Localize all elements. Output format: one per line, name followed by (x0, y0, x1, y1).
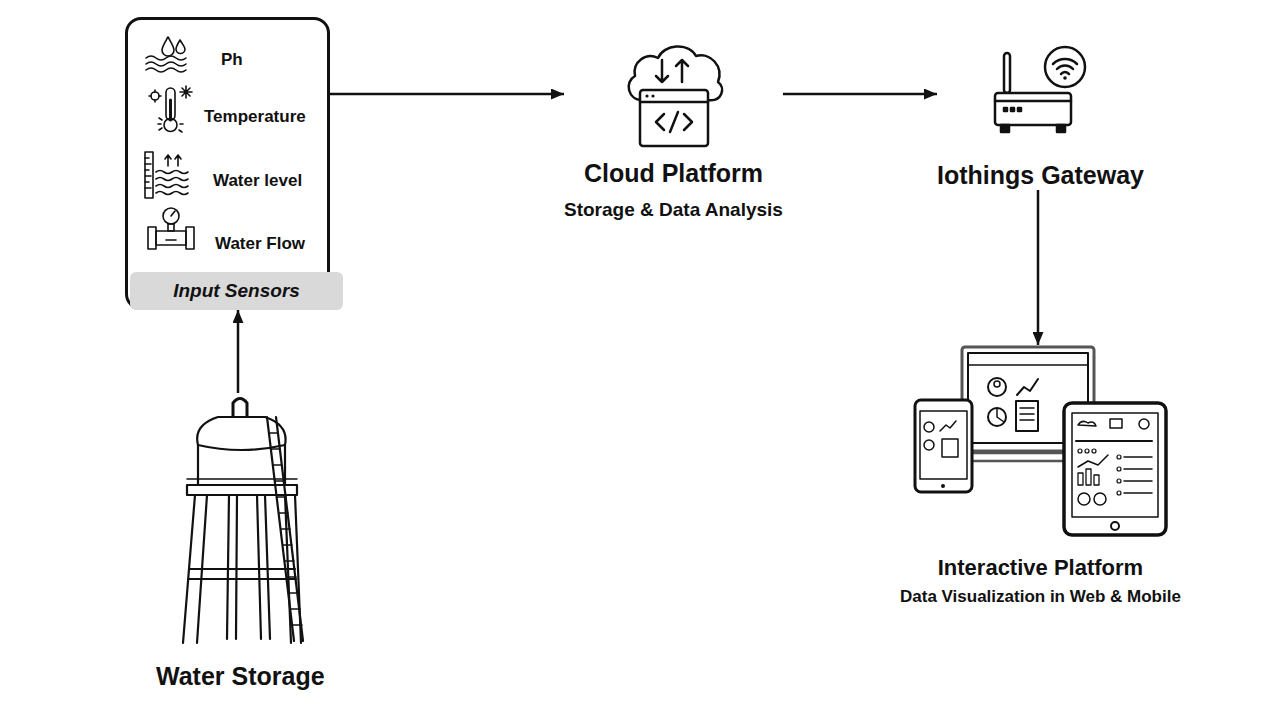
sensor-label: Water Flow (215, 234, 305, 254)
arrow-connector (783, 93, 937, 96)
interactive-platform-node: Interactive PlatformData Visualization i… (900, 345, 1181, 608)
band-label: Input Sensors (173, 279, 300, 303)
devices-illustration (912, 345, 1168, 537)
node-title: Cloud Platform (584, 158, 763, 188)
router-icon (993, 45, 1088, 140)
node-title: Interactive Platform (938, 554, 1143, 582)
gateway-node: Iothings Gateway (937, 45, 1144, 190)
water-storage-node: Water Storage (156, 393, 325, 691)
label-band: Input Sensors (130, 272, 343, 310)
node-title: Water Storage (156, 661, 325, 691)
sensor-label: Ph (221, 50, 243, 70)
node-subtitle: Storage & Data Analysis (564, 198, 783, 222)
sensor-icons (128, 20, 218, 260)
water-tower-illustration (173, 393, 308, 648)
sensor-label: Temperature (204, 107, 306, 127)
cloud-icon (620, 40, 726, 150)
sensor-panel: PhTemperatureWater levelWater FlowInput … (125, 17, 330, 310)
node-subtitle: Data Visualization in Web & Mobile (900, 586, 1181, 608)
node-title: Iothings Gateway (937, 160, 1144, 190)
arrow-connector (330, 93, 564, 96)
arrow-connector (237, 310, 240, 393)
arrow-connector (1037, 190, 1040, 345)
sensor-label: Water level (213, 171, 302, 191)
cloud-platform-node: Cloud PlatformStorage & Data Analysis (564, 40, 783, 222)
